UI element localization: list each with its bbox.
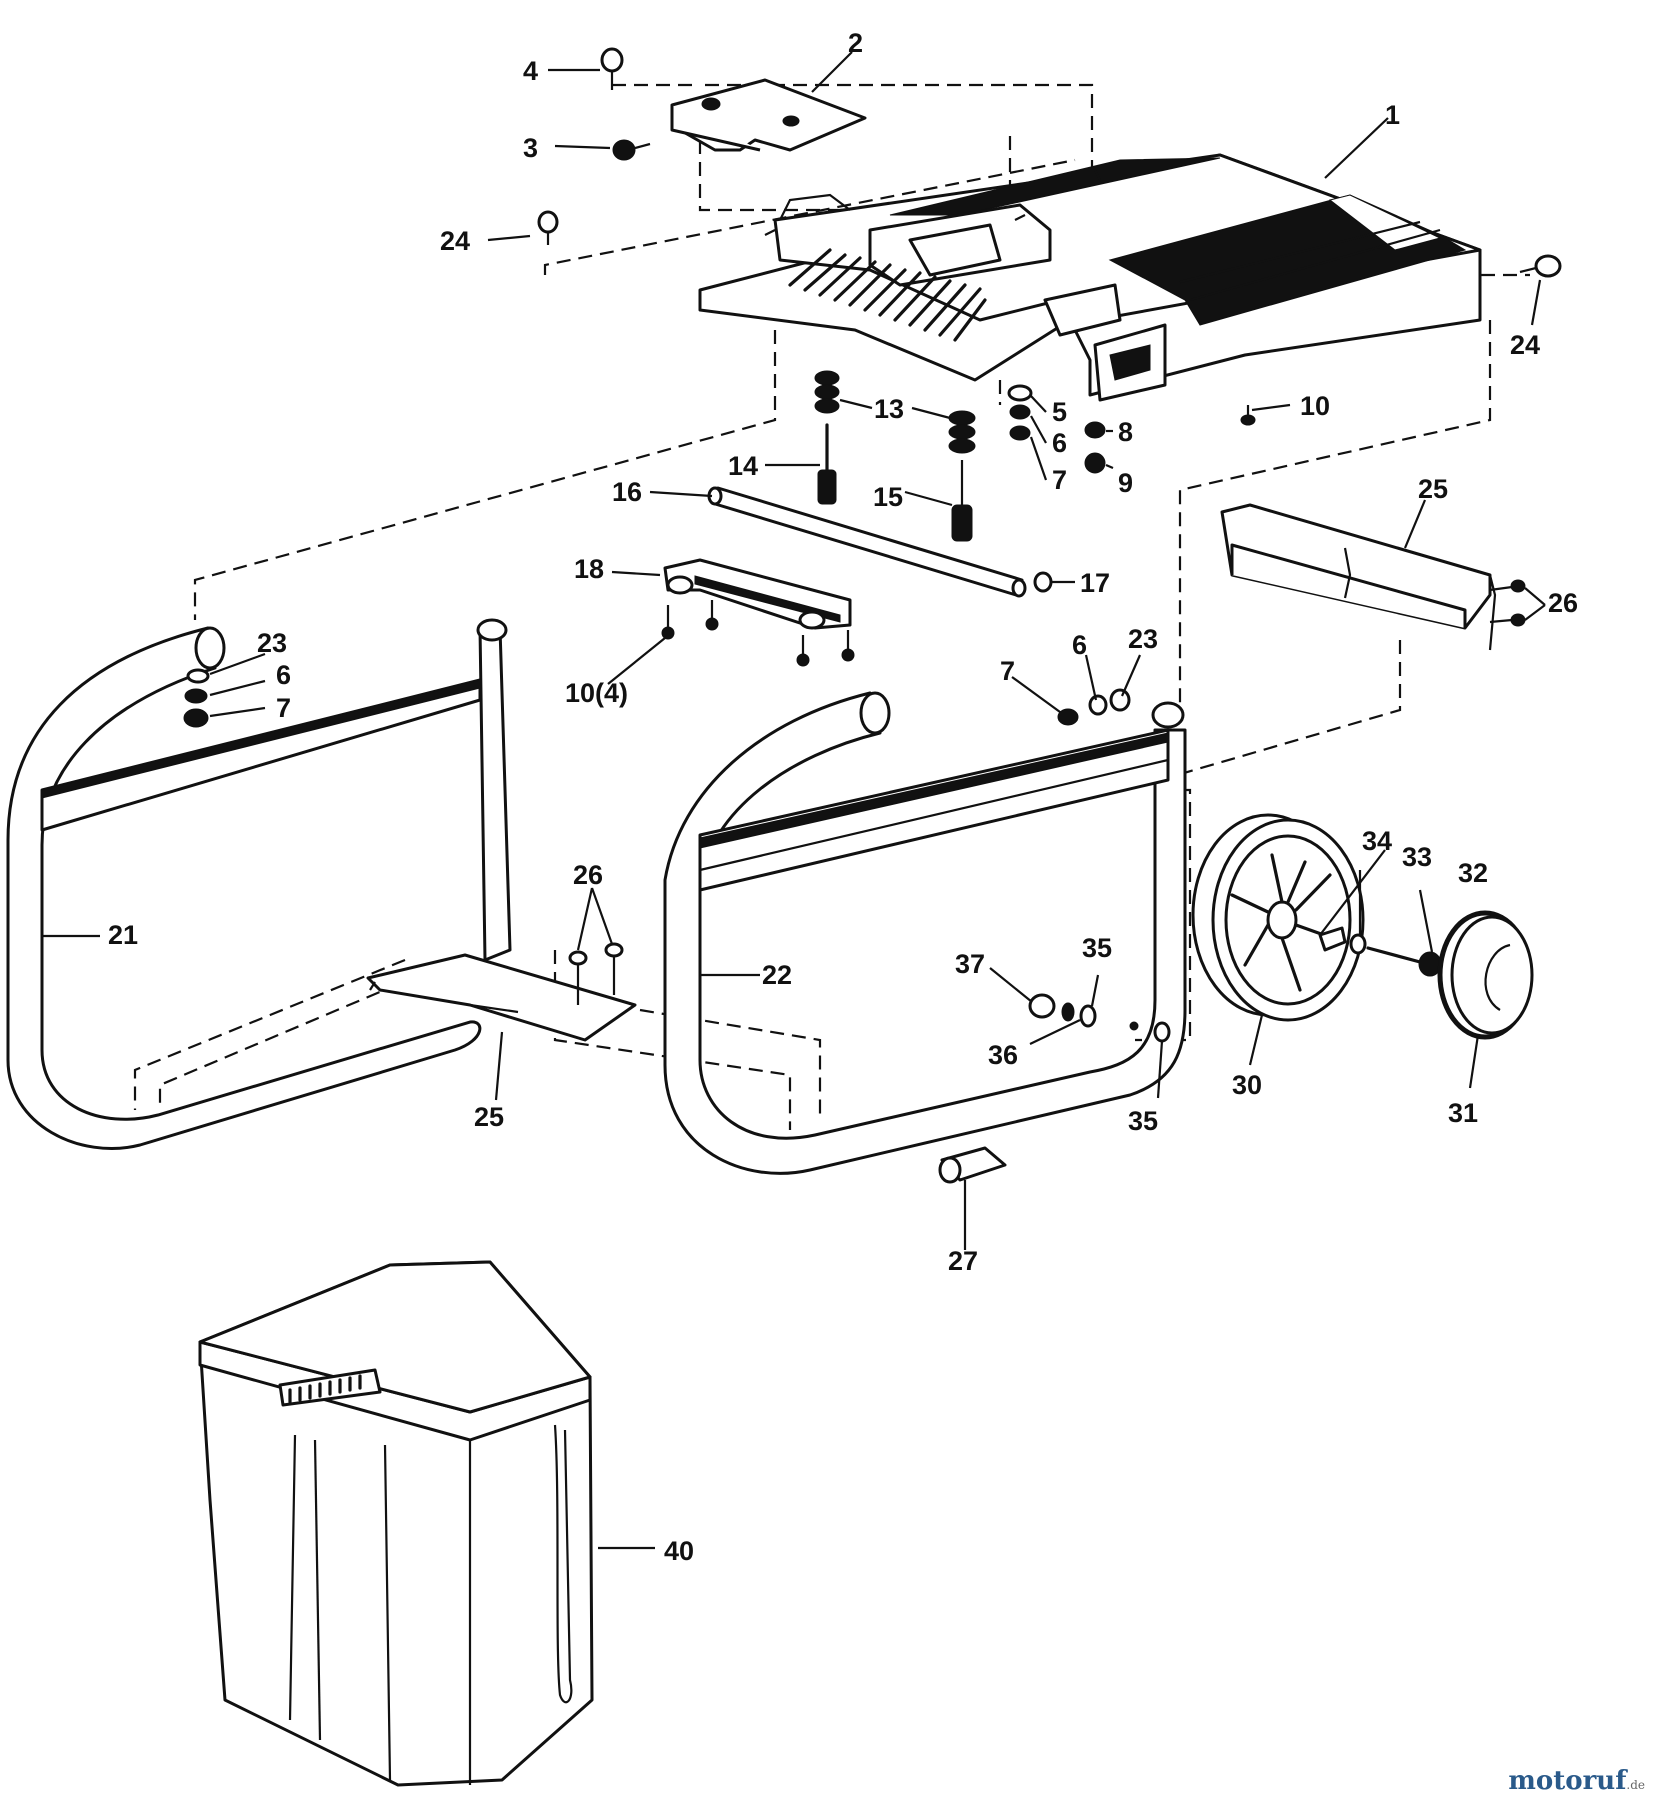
bushing-17 [1033,571,1053,593]
callout-15: 15 [873,482,903,512]
grass-bag-40 [198,1260,594,1787]
callout-32: 32 [1458,858,1488,888]
watermark-tld: .de [1626,1778,1645,1792]
callout-23-left: 23 [257,628,287,658]
callout-18: 18 [574,554,604,584]
leader-lines [42,51,1546,1550]
hardware-35-36-37 [1028,993,1171,1043]
mount-15 [951,460,973,542]
screw-24-left [537,210,559,245]
callout-30: 30 [1232,1070,1262,1100]
clip-27 [938,1146,1007,1184]
hardware-7-6-23-right [1057,688,1131,726]
callout-2: 2 [848,28,863,58]
screw-10-top [1240,405,1256,426]
screw-24-right [1519,254,1562,278]
vent-slots [788,248,987,342]
callout-22: 22 [762,960,792,990]
callout-7-left: 7 [276,693,291,723]
callout-31: 31 [1448,1098,1478,1128]
watermark-brand: motoruf [1508,1766,1627,1796]
callout-25-right: 25 [1418,474,1448,504]
washers-23-6-7-left [183,668,210,728]
callout-9: 9 [1118,468,1133,498]
callout-4: 4 [523,56,538,86]
spring-13-right [948,410,976,454]
callout-3: 3 [523,133,538,163]
callout-1: 1 [1385,100,1400,130]
hubcap-31 [1437,910,1534,1040]
callout-7-top: 7 [1052,465,1067,495]
washers-5-6-7 [1007,384,1033,441]
callout-40: 40 [664,1536,694,1566]
callout-26-right: 26 [1548,588,1578,618]
callout-16: 16 [612,477,642,507]
bracket-plate-part [670,78,867,152]
callout-7-right: 7 [1000,656,1015,686]
screws-26-bottom [568,942,624,1005]
callout-25-bottom: 25 [474,1102,504,1132]
pin-14 [817,423,837,505]
watermark-logo: motoruf.de [1508,1766,1645,1796]
callout-34: 34 [1362,826,1392,856]
nuts-8-9 [1084,421,1106,474]
callout-5: 5 [1052,397,1067,427]
callout-36: 36 [988,1040,1018,1070]
callout-26-bottom: 26 [573,860,603,890]
callout-labels: 1 2 3 4 24 24 10 13 5 6 7 8 9 14 15 16 1… [108,28,1578,1566]
callout-17: 17 [1080,568,1110,598]
callout-14: 14 [728,451,758,481]
callout-35-bottom: 35 [1128,1106,1158,1136]
callout-33: 33 [1402,842,1432,872]
rail-25-right [1220,503,1526,651]
screw-4 [600,47,624,90]
callout-6-left: 6 [276,660,291,690]
housing-top-part [698,153,1482,402]
callout-23-right: 23 [1128,624,1158,654]
spring-13-left [814,370,840,414]
callout-8: 8 [1118,417,1133,447]
callout-10-top: 10 [1300,391,1330,421]
rail-25-bottom [366,953,637,1042]
callout-27: 27 [948,1246,978,1276]
callout-13: 13 [874,394,904,424]
bracket-18 [661,558,855,667]
rod-16 [707,486,1027,598]
wheel-30 [1191,813,1365,1022]
frame-22 [663,691,1187,1175]
callout-24-right: 24 [1510,330,1540,360]
callout-21: 21 [108,920,138,950]
frame-21 [6,618,512,1150]
callout-10-4: 10(4) [565,678,628,708]
screw-3 [612,139,651,161]
callout-6-right: 6 [1072,630,1087,660]
callout-35-top: 35 [1082,933,1112,963]
callout-6-top: 6 [1052,428,1067,458]
callout-24-left: 24 [440,226,470,256]
callout-37: 37 [955,949,985,979]
